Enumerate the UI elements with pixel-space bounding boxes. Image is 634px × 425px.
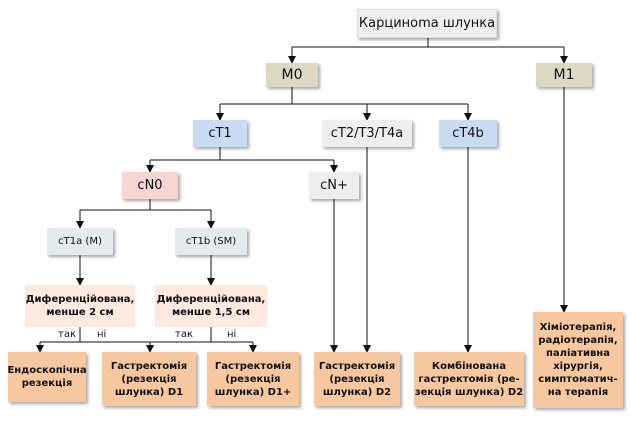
label-yes: так [175, 329, 193, 340]
label-no: ні [97, 329, 107, 340]
result-gastrectomy-d1-plus: Гастректомія (резекція шлунка) D1+ [207, 352, 299, 406]
result-gastrectomy-d1: Гастректомія (резекція шлунка) D1 [102, 352, 196, 406]
node-ct1a: cT1a (M) [47, 228, 113, 255]
result-gastrectomy-d2: Гастректомія (резекція шлунка) D2 [314, 352, 400, 406]
node-ct2-t3-t4a: cT2/T3/T4a [322, 120, 412, 147]
node-gastric-carcinoma: Карциноma шлунка [357, 9, 497, 38]
node-m0: M0 [266, 63, 318, 87]
node-cn0: cN0 [122, 172, 178, 199]
node-ct1b: cT1b (SM) [175, 228, 247, 255]
node-ct4b: cT4b [439, 120, 497, 147]
node-ct1: cT1 [193, 120, 247, 147]
result-endoscopic-resection: Ендоскопічна резекція [7, 352, 87, 402]
label-no: ні [227, 329, 237, 340]
label-yes: так [58, 329, 76, 340]
result-combined-gastrectomy-d2: Комбінована гастректомія (ре- зекція шлу… [414, 352, 524, 406]
node-m1: M1 [536, 63, 592, 87]
node-cn-plus: cN+ [309, 172, 359, 199]
node-differentiated-1-5cm: Диференційована, менше 1,5 см [155, 285, 267, 327]
result-chemotherapy: Хіміотерапія, радіотерапія, паліативна х… [533, 312, 623, 408]
node-differentiated-2cm: Диференційована, менше 2 см [25, 285, 135, 327]
